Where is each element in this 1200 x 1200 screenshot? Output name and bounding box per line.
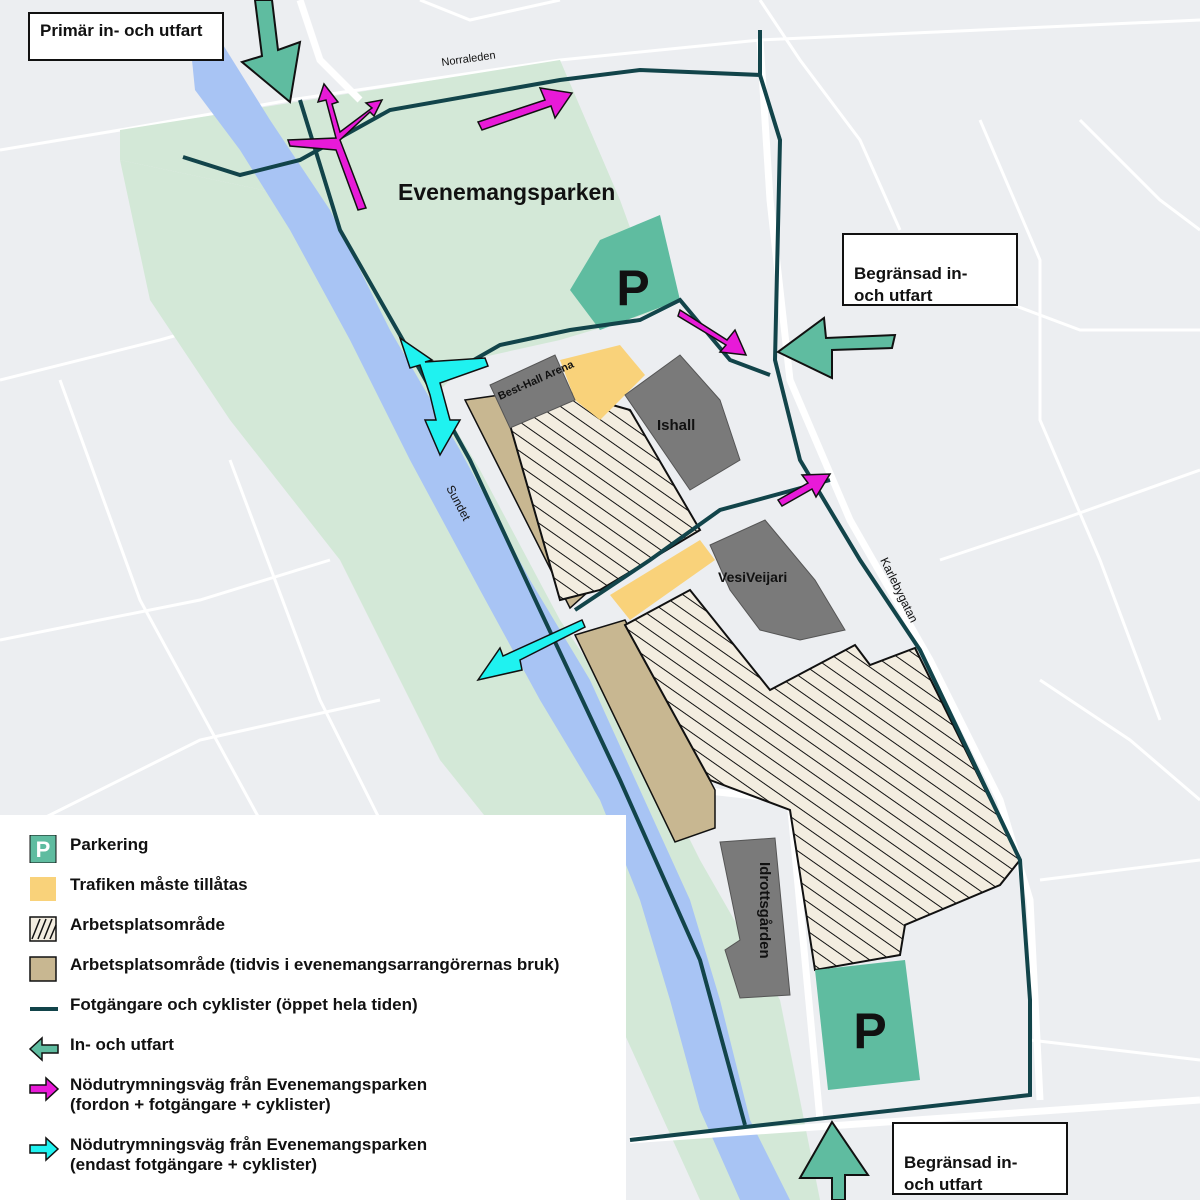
callout-limited-entry-south-text: Begränsad in- och utfart: [904, 1153, 1018, 1194]
entry-arrow-south: [798, 1120, 870, 1200]
entry-arrow-north: [239, 0, 302, 104]
legend-item-entry: In- och utfart: [28, 1035, 174, 1063]
legend-label-event-area: Arbetsplatsområde (tidvis i evenemangsar…: [70, 955, 560, 974]
entry-arrows: [239, 0, 897, 1200]
callout-limited-entry-east-text: Begränsad in- och utfart: [854, 264, 968, 305]
city-blocks: [0, 0, 1200, 1062]
legend-label-entry: In- och utfart: [70, 1035, 174, 1054]
callout-limited-entry-south: Begränsad in- och utfart: [892, 1122, 1068, 1195]
legend: P Parkering Trafiken måste tillåtas Arbe…: [0, 815, 626, 1200]
hatch-swatch-icon: [29, 916, 57, 942]
building-label-idrottsgarden: Idrottsgården: [756, 862, 773, 959]
legend-item-emergency-vehicle: Nödutrymningsväg från Evenemangsparken (…: [28, 1075, 427, 1115]
hatched-work-areas: [508, 388, 1022, 972]
legend-item-emergency-pedestrian: Nödutrymningsväg från Evenemangsparken (…: [28, 1135, 427, 1175]
legend-label-parking: Parkering: [70, 835, 149, 854]
emergency-vehicle-arrows: [286, 82, 832, 507]
legend-label-emergency-pedestrian: Nödutrymningsväg från Evenemangsparken (…: [70, 1135, 428, 1174]
area-title: Evenemangsparken: [398, 179, 615, 205]
entry-arrow-icon: [28, 1036, 59, 1062]
svg-text:P: P: [36, 837, 51, 862]
path-line-icon: [30, 1007, 58, 1011]
emergency-pedestrian-arrow-icon: [29, 1136, 60, 1162]
building-label-vesiveijari: VesiVeijari: [718, 569, 787, 585]
building-label-ishall: Ishall: [657, 417, 695, 434]
legend-item-event-area: Arbetsplatsområde (tidvis i evenemangsar…: [28, 955, 559, 983]
traffic-area-swatch-icon: [30, 877, 56, 901]
emergency-vehicle-arrow-icon: [29, 1076, 60, 1102]
river-sundet: [190, 40, 790, 1200]
road-label-norraleden: Norraleden: [441, 50, 497, 69]
legend-item-hatch: Arbetsplatsområde: [28, 915, 225, 943]
legend-label-emergency-vehicle: Nödutrymningsväg från Evenemangsparken (…: [70, 1075, 428, 1114]
road-label-karlebygatan: Karlebygatan: [877, 555, 921, 625]
legend-label-traffic: Trafiken måste tillåtas: [70, 875, 248, 894]
traffic-areas: [560, 345, 715, 620]
callout-primary-entry-text: Primär in- och utfart: [40, 21, 203, 40]
legend-label-hatch: Arbetsplatsområde: [70, 915, 225, 934]
legend-item-traffic: Trafiken måste tillåtas: [28, 875, 248, 903]
parking-icon: P: [29, 835, 57, 863]
parking-symbol-north: P: [616, 260, 649, 316]
callout-primary-entry: Primär in- och utfart: [28, 12, 224, 61]
legend-item-parking: P Parkering: [28, 835, 148, 863]
buildings: [489, 354, 846, 999]
event-area-swatch-icon: [29, 956, 57, 982]
parking-symbol-south: P: [853, 1003, 886, 1059]
legend-item-path: Fotgängare och cyklister (öppet hela tid…: [28, 995, 418, 1023]
parking-areas: [570, 215, 920, 1090]
emergency-pedestrian-arrows: [398, 336, 586, 682]
legend-label-path: Fotgängare och cyklister (öppet hela tid…: [70, 995, 418, 1014]
entry-arrow-east: [776, 316, 897, 380]
callout-limited-entry-east: Begränsad in- och utfart: [842, 233, 1018, 306]
